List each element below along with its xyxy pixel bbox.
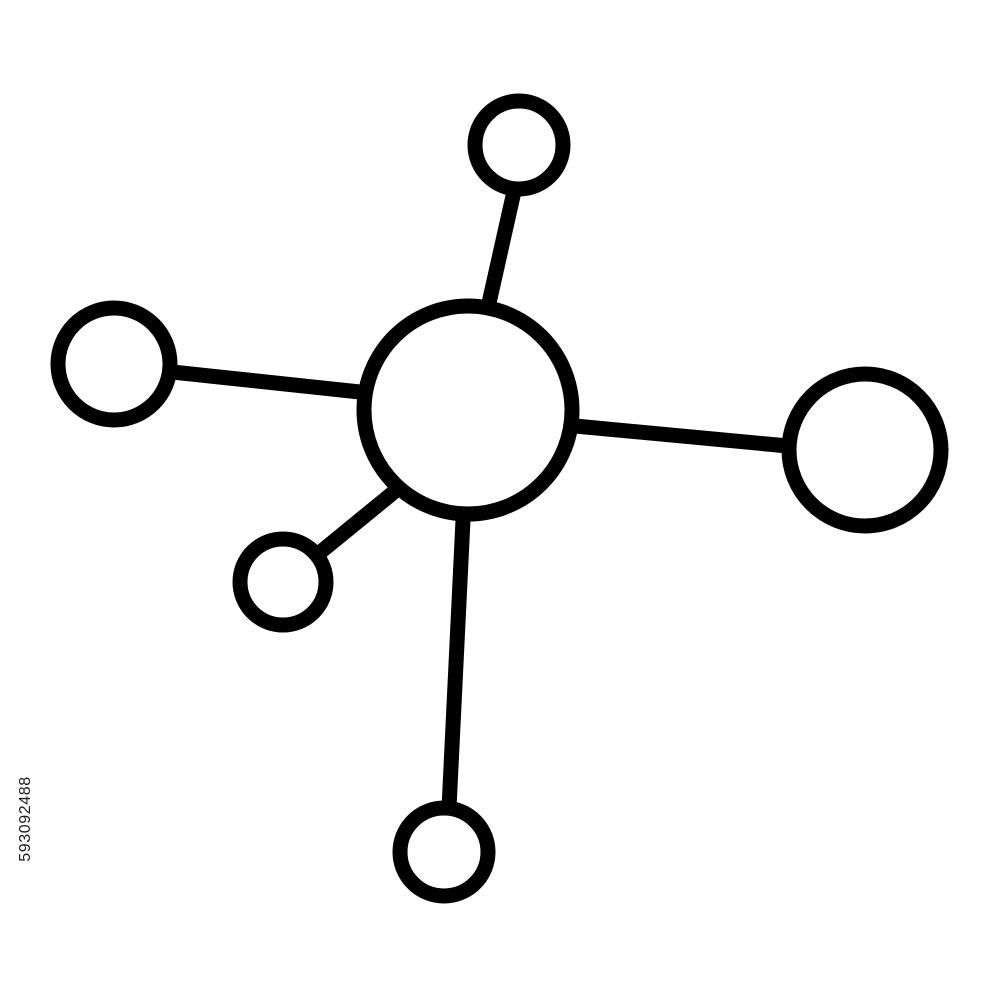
- bottom-node: [392, 800, 496, 904]
- top-node: [467, 93, 571, 197]
- edge-to-right-node: [567, 418, 796, 454]
- edge-to-bottom-node: [441, 512, 471, 816]
- center-node: [356, 298, 580, 522]
- edge-to-left-node: [164, 364, 368, 400]
- edge-to-top-node: [481, 179, 523, 311]
- edge-to-small-left-node: [304, 484, 402, 567]
- left-node: [50, 300, 178, 428]
- right-node: [781, 366, 949, 534]
- small-left-node: [232, 531, 334, 633]
